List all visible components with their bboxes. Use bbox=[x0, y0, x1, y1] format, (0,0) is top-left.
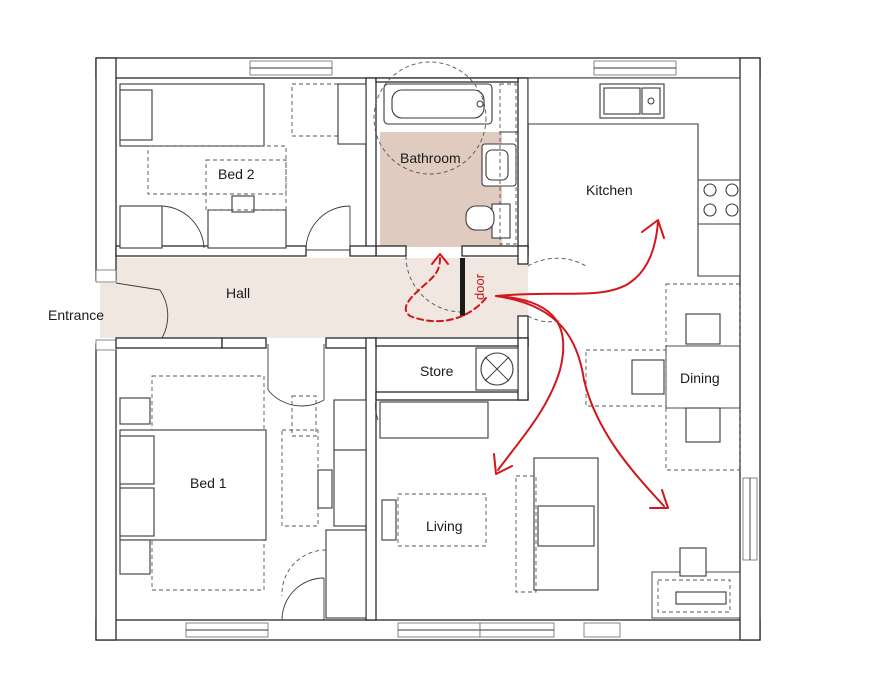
room-label-bed2: Bed 2 bbox=[218, 166, 255, 182]
kitchen-fixtures bbox=[527, 77, 741, 277]
room-label-kitchen: Kitchen bbox=[586, 182, 633, 198]
arrow-to-bathroom bbox=[404, 257, 487, 323]
circulation-arrows bbox=[404, 219, 669, 509]
bed2-furniture bbox=[119, 83, 367, 249]
door-marker bbox=[460, 258, 465, 316]
room-label-dining: Dining bbox=[680, 370, 720, 386]
room-label-store: Store bbox=[420, 363, 454, 379]
bed1-furniture bbox=[119, 375, 367, 619]
room-label-bathroom: Bathroom bbox=[400, 150, 461, 166]
windows bbox=[95, 60, 758, 638]
room-label-entrance: Entrance bbox=[48, 307, 104, 323]
arrow-to-lower-right bbox=[495, 295, 665, 507]
arrow-to-kitchen bbox=[495, 221, 659, 297]
entrance-floor bbox=[100, 283, 116, 338]
arrow-to-living bbox=[495, 295, 565, 471]
living-furniture bbox=[379, 401, 741, 619]
room-label-living: Living bbox=[426, 518, 463, 534]
room-label-bed1: Bed 1 bbox=[190, 475, 227, 491]
hall-floor bbox=[116, 258, 528, 338]
dining-furniture bbox=[585, 283, 741, 471]
store-fixtures bbox=[475, 347, 519, 391]
door-swings bbox=[115, 205, 587, 621]
room-label-hall: Hall bbox=[226, 285, 250, 301]
internal-walls bbox=[115, 77, 529, 621]
bathroom-fixtures bbox=[373, 61, 518, 245]
door-annotation: door bbox=[472, 273, 487, 300]
